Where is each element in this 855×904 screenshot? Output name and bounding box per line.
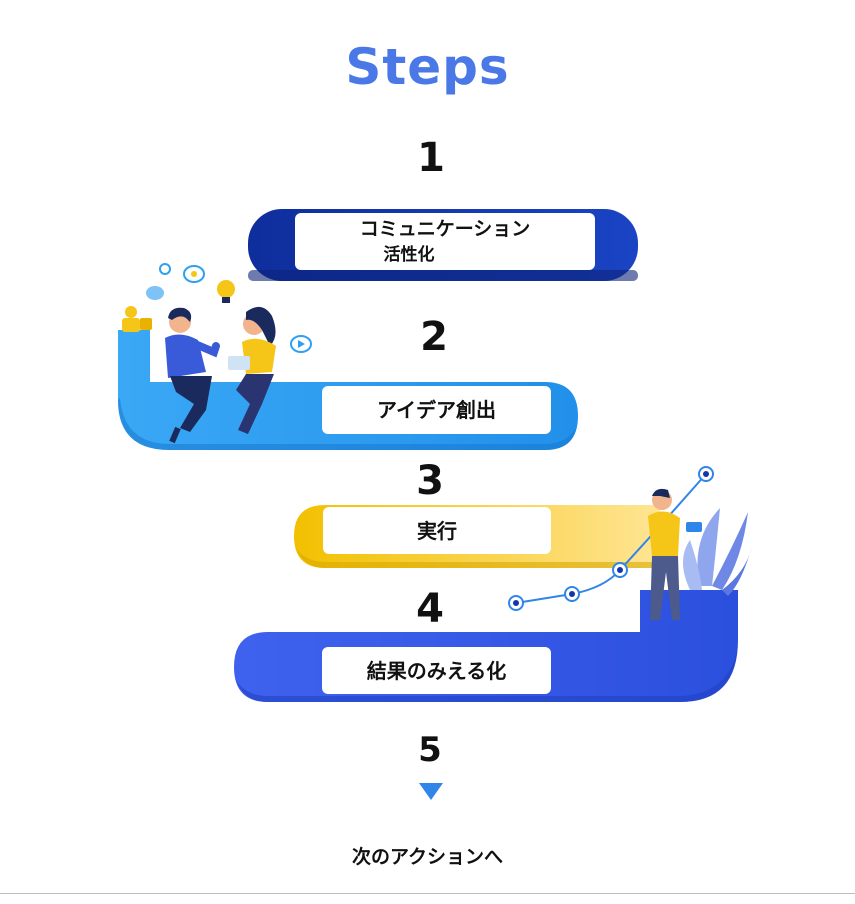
step-number-5: 5 <box>418 730 442 770</box>
chat-bubble-icon <box>146 286 164 300</box>
divider <box>0 893 855 894</box>
step1-label: コミュニケーション 活性化 <box>295 213 595 270</box>
chat-bubble-icon <box>183 265 205 283</box>
people-illustration <box>165 306 276 444</box>
video-bubble-icon <box>290 335 312 353</box>
step-number-2: 2 <box>420 314 448 360</box>
step1-label-line1: コミュニケーション <box>359 217 531 240</box>
standing-man-illustration <box>648 488 702 620</box>
shield-check-icon <box>698 466 714 482</box>
page-title: Steps <box>345 38 510 96</box>
step4-label: 結果のみえる化 <box>322 647 551 694</box>
plant-icon <box>683 508 752 596</box>
gift-icon <box>140 318 152 330</box>
chat-bubble-icon <box>159 263 171 275</box>
next-action-text: 次のアクションへ <box>351 846 504 868</box>
step-number-3: 3 <box>416 458 444 504</box>
step-number-4: 4 <box>416 586 444 632</box>
shield-check-icon <box>508 595 524 611</box>
step2-label: アイデア創出 <box>322 386 551 434</box>
step1-label-line2: 活性化 <box>383 244 435 265</box>
shield-check-icon <box>612 562 628 578</box>
step5-arrow <box>419 783 443 800</box>
trophy-icon <box>122 306 140 332</box>
step-number-1: 1 <box>417 135 445 181</box>
lightbulb-icon <box>217 280 235 303</box>
shield-check-icon <box>564 586 580 602</box>
step3-label: 実行 <box>323 507 551 554</box>
